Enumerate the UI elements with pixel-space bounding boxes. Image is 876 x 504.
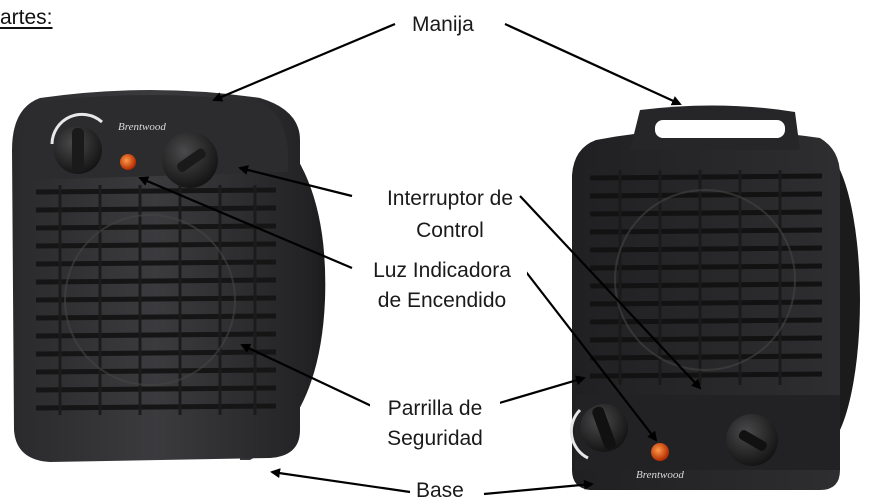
right-heater-grille <box>589 173 823 379</box>
grille-arrow-right <box>495 375 586 406</box>
label-safety-grille: Parrilla de Seguridad <box>370 396 500 452</box>
left-heater-brand-logo: Brentwood <box>118 121 166 133</box>
control-arrow-left <box>238 165 353 198</box>
left-heater-thermostat-knob <box>50 112 103 174</box>
light-arrow-right <box>522 267 658 442</box>
handle-arrow-left <box>212 22 396 102</box>
left-heater-mode-knob <box>162 132 218 188</box>
label-grille-line2: Seguridad <box>387 427 483 450</box>
handle-arrow-right <box>504 22 682 106</box>
right-heater-thermostat-knob <box>569 404 628 460</box>
label-light-line1: Luz Indicadora <box>373 259 511 282</box>
right-heater-brand-logo: Brentwood <box>636 469 684 481</box>
label-handle: Manija <box>412 13 474 36</box>
label-control-line2: Control <box>416 219 484 242</box>
label-indicator-light: Luz Indicadora de Encendido <box>357 258 527 314</box>
base-arrow-right <box>483 479 594 496</box>
label-base: Base <box>416 479 464 502</box>
grille-arrow-left <box>240 343 381 411</box>
label-control-line1: Interruptor de <box>386 187 514 210</box>
section-heading: artes: <box>0 6 53 29</box>
left-heater-indicator-light <box>120 154 136 170</box>
left-heater: Brentwood <box>12 90 326 462</box>
right-heater-indicator-light <box>651 443 669 461</box>
label-grille-line1: Parrilla de <box>387 397 483 420</box>
control-arrow-right <box>519 195 702 390</box>
base-arrow-left <box>270 468 411 494</box>
label-control-switch: Interruptor de Control <box>360 186 540 244</box>
right-heater-mode-knob <box>726 414 778 466</box>
left-heater-grille <box>35 187 277 411</box>
right-heater: Brentwood <box>569 105 860 490</box>
light-arrow-left <box>138 176 353 270</box>
label-light-line2: de Encendido <box>377 289 507 312</box>
